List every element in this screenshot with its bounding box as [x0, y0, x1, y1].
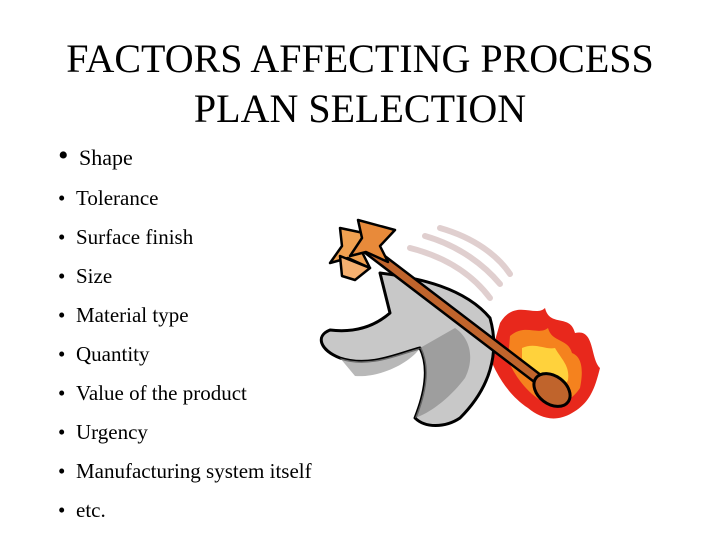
bullet-dot: •	[58, 498, 66, 522]
bullet-dot: •	[58, 303, 66, 327]
arrow-feathers-icon	[328, 218, 397, 282]
bullet-item: • Tolerance	[58, 186, 312, 210]
axe-blade-icon	[319, 271, 496, 427]
bullet-item: • Surface finish	[58, 225, 312, 249]
bullet-item: • Size	[58, 264, 312, 288]
bullet-dot: •	[58, 186, 66, 210]
bullet-dot: •	[58, 420, 66, 444]
bullet-text: Manufacturing system itself	[76, 459, 312, 483]
motion-streaks	[407, 225, 513, 301]
slide-title-line-2: PLAN SELECTION	[193, 86, 527, 131]
bullet-text: Urgency	[76, 420, 148, 444]
bullet-text: Shape	[79, 145, 133, 170]
bullet-item: • etc.	[58, 498, 312, 522]
bullet-text: etc.	[76, 498, 106, 522]
bullet-item: • Manufacturing system itself	[58, 459, 312, 483]
bullet-dot: •	[58, 139, 69, 172]
bullet-dot: •	[58, 459, 66, 483]
bullet-dot: •	[58, 381, 66, 405]
flaming-arrow-through-axe-icon	[319, 218, 600, 427]
bullet-list: •Shape •Tolerance •Surface finish •Size …	[58, 139, 312, 537]
bullet-item: • Urgency	[58, 420, 312, 444]
slide-title: FACTORS AFFECTING PROCESS PLAN SELECTION	[0, 34, 720, 134]
arrow-shaft-icon	[354, 237, 572, 408]
bullet-text: Quantity	[76, 342, 150, 366]
bullet-text: Value of the product	[76, 381, 247, 405]
slide-title-line-1: FACTORS AFFECTING PROCESS	[66, 36, 654, 81]
bullet-item: • Quantity	[58, 342, 312, 366]
bullet-dot: •	[58, 342, 66, 366]
bullet-text: Material type	[76, 303, 189, 327]
bullet-item: • Value of the product	[58, 381, 312, 405]
bullet-text: Surface finish	[76, 225, 194, 249]
bullet-text: Size	[76, 264, 113, 288]
bullet-dot: •	[58, 225, 66, 249]
bullet-dot: •	[58, 264, 66, 288]
bullet-item: • Material type	[58, 303, 312, 327]
bullet-item: • Shape	[58, 139, 312, 172]
bullet-text: Tolerance	[76, 186, 159, 210]
